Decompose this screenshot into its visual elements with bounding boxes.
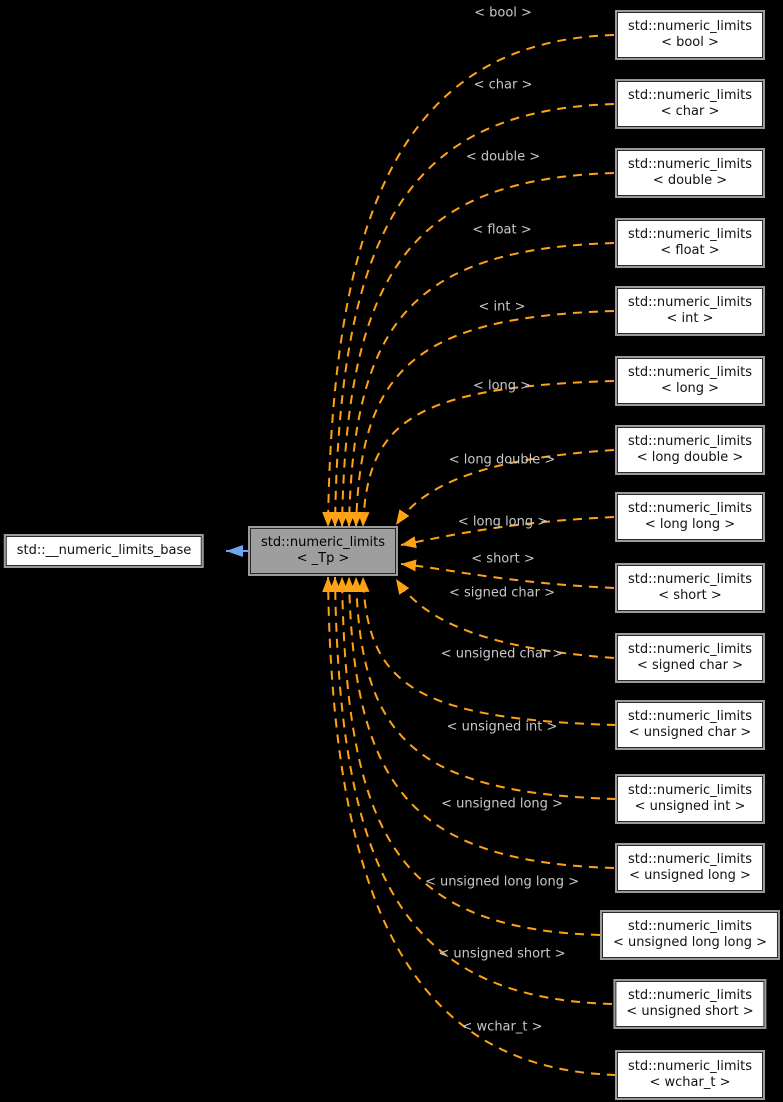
edge-label-long: < long > xyxy=(472,378,532,394)
edge-label-long-long: < long long > xyxy=(457,514,549,530)
edge-label-unsigned-short: < unsigned short > xyxy=(438,946,566,962)
edge-label-int: < int > xyxy=(478,299,526,315)
node-label-line2: < long > xyxy=(660,381,720,396)
node-label: std::__numeric_limits_base xyxy=(16,543,192,558)
edge-wchar-t xyxy=(322,576,617,1076)
node-numeric-limits-long-long[interactable]: std::numeric_limits < long long > xyxy=(617,494,763,540)
edge-label-signed-char: < signed char > xyxy=(448,585,556,601)
edge-label-wchar-t: < wchar_t > xyxy=(461,1019,543,1035)
node-label-line2: < int > xyxy=(666,311,714,326)
node-label-line1: std::numeric_limits xyxy=(627,988,752,1003)
node-label-line1: std::numeric_limits xyxy=(628,852,752,867)
node-label-line1: std::numeric_limits xyxy=(627,919,752,934)
edge-long-long xyxy=(400,516,615,549)
node-numeric-limits-unsigned-char[interactable]: std::numeric_limits < unsigned char > xyxy=(617,702,763,748)
edge-int xyxy=(350,310,615,528)
node-numeric-limits-long[interactable]: std::numeric_limits < long > xyxy=(617,358,763,404)
node-label-line2: < long double > xyxy=(636,450,744,465)
node-numeric-limits-long-double[interactable]: std::numeric_limits < long double > xyxy=(617,427,763,473)
edge-long-double xyxy=(395,449,615,526)
node-label-line1: std::numeric_limits xyxy=(628,295,752,310)
edge-float xyxy=(343,242,615,528)
edge-label-unsigned-long: < unsigned long > xyxy=(441,796,563,812)
edge-label-unsigned-int: < unsigned int > xyxy=(446,719,558,735)
node-numeric-limits-unsigned-long-long[interactable]: std::numeric_limits < unsigned long long… xyxy=(601,912,779,958)
edge-double xyxy=(336,172,615,528)
edge-short xyxy=(400,559,615,589)
node-label-line2: < unsigned short > xyxy=(626,1004,754,1019)
edge-label-char: < char > xyxy=(473,77,533,93)
node-numeric-limits-unsigned-short[interactable]: std::numeric_limits < unsigned short > xyxy=(615,981,765,1027)
edge-long xyxy=(357,380,615,528)
node-label-line1: std::numeric_limits xyxy=(628,88,752,103)
node-label-line2: < short > xyxy=(658,588,722,603)
edge-signed-char xyxy=(395,578,615,659)
node-label-line2: < wchar_t > xyxy=(649,1075,731,1090)
node-label-line2: < bool > xyxy=(661,35,719,50)
node-label-line1: std::numeric_limits xyxy=(628,434,752,449)
node-label-line1: std::numeric_limits xyxy=(261,535,385,550)
node-numeric-limits-short[interactable]: std::numeric_limits < short > xyxy=(617,565,763,611)
node-label-line2: < unsigned long long > xyxy=(612,935,768,950)
node-label-line1: std::numeric_limits xyxy=(628,227,752,242)
node-numeric-limits-char[interactable]: std::numeric_limits < char > xyxy=(617,81,763,127)
edge-label-short: < short > xyxy=(471,551,535,567)
node-numeric-limits-int[interactable]: std::numeric_limits < int > xyxy=(617,288,763,334)
node-label-line2: < double > xyxy=(652,173,728,188)
edge-label-float: < float > xyxy=(472,222,532,238)
node-label-line2: < float > xyxy=(660,243,720,258)
edge-unsigned-char xyxy=(357,576,617,726)
node-numeric-limits-signed-char[interactable]: std::numeric_limits < signed char > xyxy=(617,635,763,681)
edge-label-bool: < bool > xyxy=(474,5,532,21)
node-numeric-limits-base[interactable]: std::__numeric_limits_base xyxy=(5,536,203,566)
node-label-line1: std::numeric_limits xyxy=(628,709,752,724)
node-label-line1: std::numeric_limits xyxy=(628,19,752,34)
node-numeric-limits-double[interactable]: std::numeric_limits < double > xyxy=(617,150,763,196)
node-numeric-limits-unsigned-long[interactable]: std::numeric_limits < unsigned long > xyxy=(617,845,763,891)
node-label-line2: < unsigned int > xyxy=(634,799,746,814)
edge-unsigned-int xyxy=(350,576,617,800)
node-label-line2: < char > xyxy=(660,104,720,119)
node-label-line2: < signed char > xyxy=(636,658,743,673)
edge-char xyxy=(329,103,615,528)
edge-unsigned-long xyxy=(343,576,615,869)
node-numeric-limits-bool[interactable]: std::numeric_limits < bool > xyxy=(617,12,763,58)
node-label-line2: < _Tp > xyxy=(296,551,350,566)
node-numeric-limits-template: std::numeric_limits < _Tp > xyxy=(250,528,396,574)
node-label-line2: < unsigned char > xyxy=(628,725,752,740)
node-label-line1: std::numeric_limits xyxy=(628,783,752,798)
node-numeric-limits-unsigned-int[interactable]: std::numeric_limits < unsigned int > xyxy=(617,776,763,822)
node-numeric-limits-wchar-t[interactable]: std::numeric_limits < wchar_t > xyxy=(617,1052,763,1098)
edge-label-double: < double > xyxy=(465,149,541,165)
node-label-line1: std::numeric_limits xyxy=(628,1059,752,1074)
edge-label-long-double: < long double > xyxy=(448,452,556,468)
edge-bool xyxy=(322,34,615,528)
edge-unsigned-long-long xyxy=(336,576,601,936)
edge-label-unsigned-char: < unsigned char > xyxy=(440,646,564,662)
node-label-line2: < unsigned long > xyxy=(629,868,751,883)
node-label-line2: < long long > xyxy=(644,517,736,532)
node-label-line1: std::numeric_limits xyxy=(628,642,752,657)
node-numeric-limits-float[interactable]: std::numeric_limits < float > xyxy=(617,220,763,266)
edge-label-unsigned-long-long: < unsigned long long > xyxy=(424,874,580,890)
node-label-line1: std::numeric_limits xyxy=(628,157,752,172)
edge-unsigned-short xyxy=(329,576,613,1005)
node-label-line1: std::numeric_limits xyxy=(628,572,752,587)
node-label-line1: std::numeric_limits xyxy=(628,501,752,516)
node-label-line1: std::numeric_limits xyxy=(628,365,752,380)
